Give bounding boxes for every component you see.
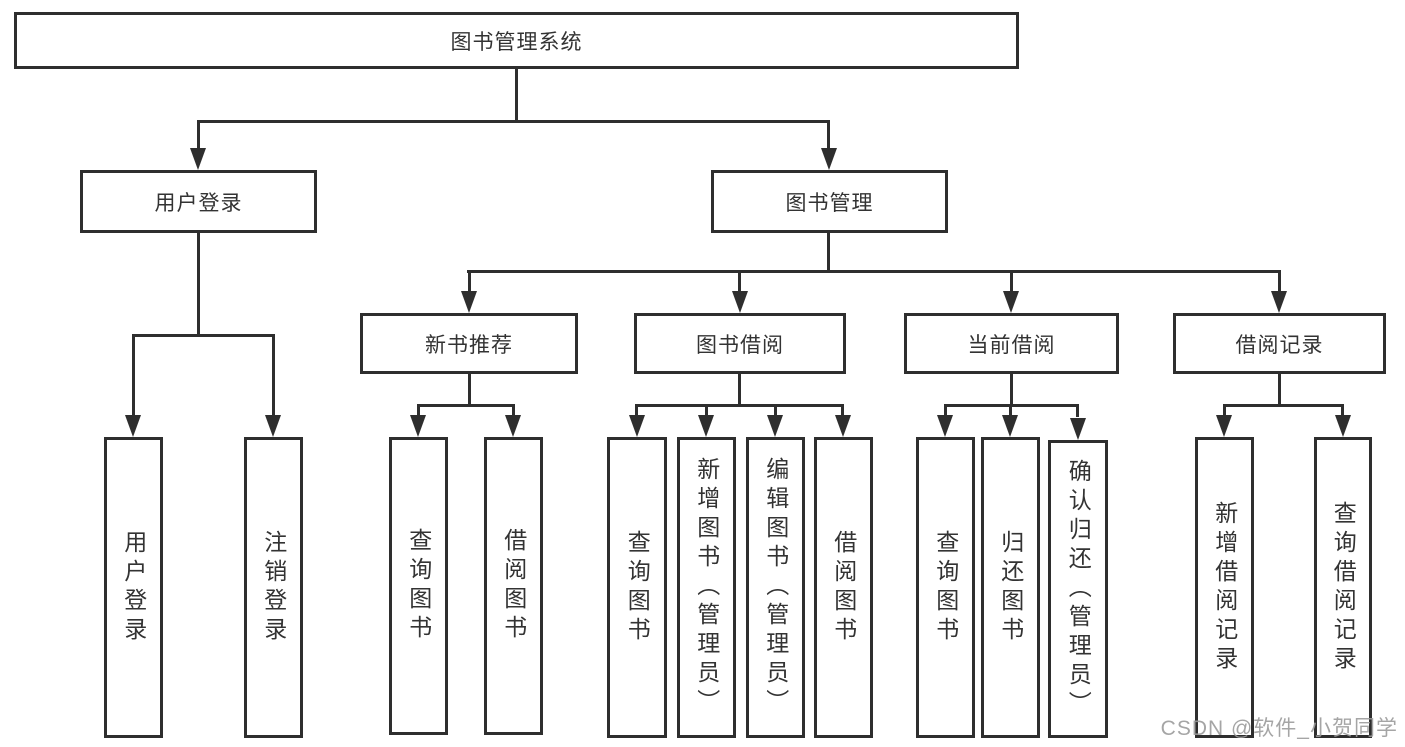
connector-line [635, 404, 638, 417]
node-book-borrowing: 图书借阅 [634, 313, 846, 374]
node-leaf-confirm-return-admin: 确认归还（管理员） [1048, 440, 1108, 738]
node-leaf-user-login: 用户登录 [104, 437, 163, 738]
connector-line [467, 270, 1280, 273]
node-label: 新书推荐 [425, 333, 513, 357]
node-label: 借阅记录 [1235, 333, 1324, 357]
connector-line [197, 120, 200, 150]
node-label: 图书管理系统 [450, 30, 583, 54]
arrow-down [125, 415, 141, 437]
arrow-down [821, 148, 837, 170]
node-root-system: 图书管理系统 [14, 12, 1019, 69]
connector-line [635, 404, 844, 407]
node-leaf-borrow-books: 借阅图书 [814, 437, 873, 738]
arrow-down [505, 415, 521, 437]
connector-line [841, 404, 844, 417]
node-label: 查询图书 [932, 529, 959, 646]
connector-line [132, 334, 135, 417]
node-label: 用户登录 [154, 191, 243, 215]
node-leaf-borrow-books-recommend: 借阅图书 [484, 437, 543, 735]
arrow-down [767, 415, 783, 437]
node-leaf-return-books: 归还图书 [981, 437, 1040, 738]
arrow-down [461, 291, 477, 313]
connector-line [705, 404, 708, 417]
connector-line [738, 270, 741, 293]
arrow-down [1335, 415, 1351, 437]
connector-line [272, 334, 275, 417]
connector-line [1010, 373, 1013, 407]
arrow-down [410, 415, 426, 437]
node-label: 归还图书 [997, 529, 1024, 646]
connector-line [1010, 270, 1013, 293]
node-label: 当前借阅 [967, 333, 1056, 357]
csdn-watermark: CSDN @软件_小贺同学 [1160, 717, 1398, 740]
arrow-down [732, 291, 748, 313]
node-user-login-module: 用户登录 [80, 170, 317, 233]
connector-line [197, 120, 830, 123]
node-label: 查询图书 [624, 529, 651, 646]
node-leaf-edit-book-admin: 编辑图书（管理员） [746, 437, 805, 738]
arrow-down [698, 415, 714, 437]
connector-line [1278, 270, 1281, 293]
connector-line [944, 404, 947, 417]
connector-line [197, 232, 200, 337]
connector-line [468, 373, 471, 407]
arrow-down [937, 415, 953, 437]
node-label: 借阅图书 [830, 529, 857, 646]
connector-line [512, 404, 515, 417]
connector-line [774, 404, 777, 417]
connector-line [1223, 404, 1226, 417]
connector-line [1341, 404, 1344, 417]
node-label: 新增借阅记录 [1211, 500, 1238, 675]
node-book-management-module: 图书管理 [711, 170, 948, 233]
arrow-down [1002, 415, 1018, 437]
connector-line [132, 334, 275, 337]
connector-line [1278, 373, 1281, 407]
connector-line [738, 373, 741, 407]
node-label: 新增图书（管理员） [693, 457, 720, 718]
node-label: 借阅图书 [500, 528, 527, 644]
node-leaf-logout: 注销登录 [244, 437, 303, 738]
connector-line [1223, 404, 1344, 407]
node-new-book-recommend: 新书推荐 [360, 313, 578, 374]
arrow-down [1003, 291, 1019, 313]
node-borrowing-records: 借阅记录 [1173, 313, 1386, 374]
connector-line [827, 232, 830, 273]
node-label: 查询借阅记录 [1330, 500, 1357, 675]
connector-line [1009, 404, 1012, 417]
node-label: 用户登录 [120, 529, 147, 646]
node-label: 图书借阅 [696, 333, 784, 357]
node-label: 确认归还（管理员） [1065, 458, 1092, 720]
connector-line [827, 120, 830, 150]
node-label: 图书管理 [785, 191, 874, 215]
arrow-down [1070, 418, 1086, 440]
arrow-down [265, 415, 281, 437]
node-leaf-query-books-borrowing: 查询图书 [607, 437, 667, 738]
node-leaf-query-books-current: 查询图书 [916, 437, 975, 738]
connector-line [468, 270, 471, 293]
node-label: 查询图书 [405, 528, 432, 644]
arrow-down [1271, 291, 1287, 313]
node-leaf-add-book-admin: 新增图书（管理员） [677, 437, 736, 738]
connector-line [417, 404, 420, 417]
connector-line [1076, 404, 1079, 417]
arrow-down [1216, 415, 1232, 437]
node-leaf-query-books-recommend: 查询图书 [389, 437, 448, 735]
arrow-down [190, 148, 206, 170]
node-leaf-add-borrow-record: 新增借阅记录 [1195, 437, 1254, 738]
node-leaf-query-borrow-record: 查询借阅记录 [1314, 437, 1372, 738]
arrow-down [629, 415, 645, 437]
node-current-borrowing: 当前借阅 [904, 313, 1119, 374]
arrow-down [835, 415, 851, 437]
connector-line [417, 404, 515, 407]
node-label: 注销登录 [260, 529, 287, 646]
node-label: 编辑图书（管理员） [762, 457, 789, 718]
connector-line [515, 69, 518, 122]
